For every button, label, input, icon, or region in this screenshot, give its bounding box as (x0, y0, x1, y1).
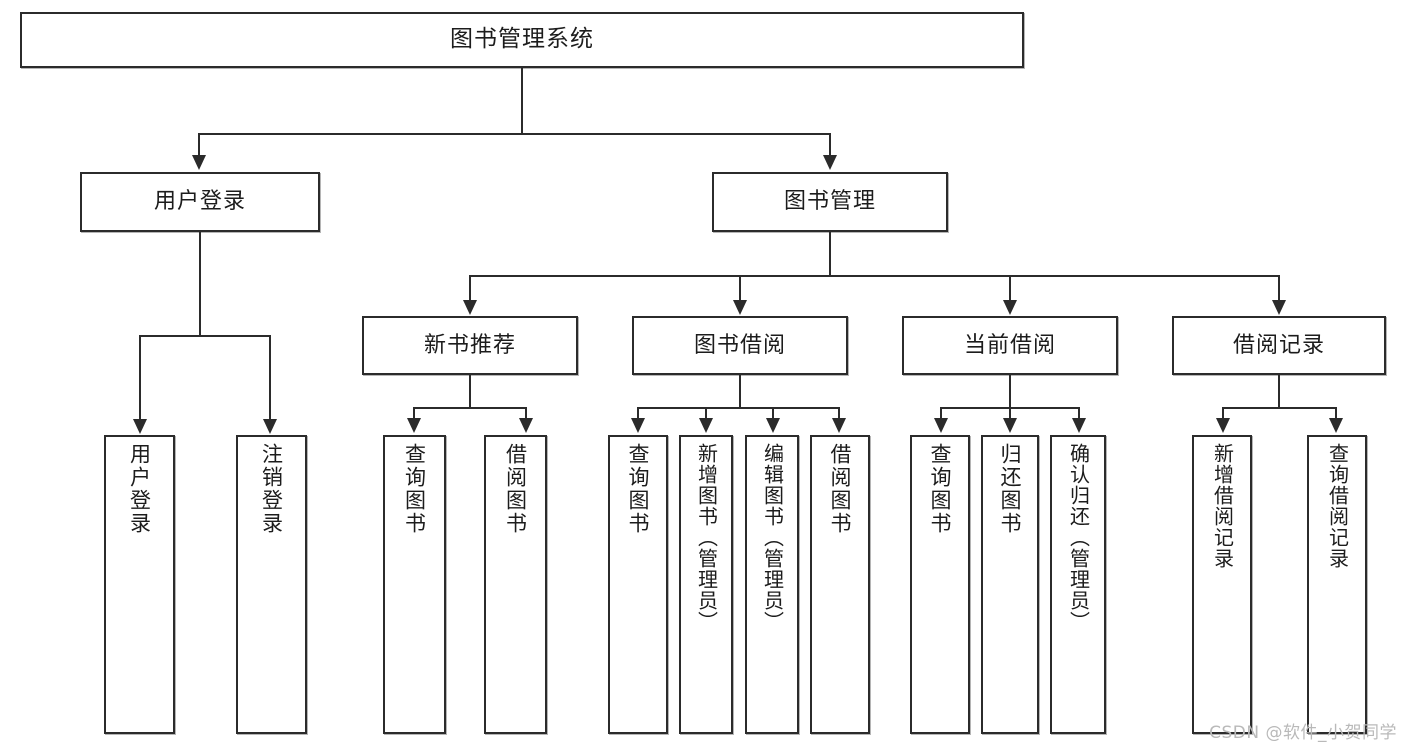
node-label: 用户登录 (153, 189, 246, 215)
node-current-borrow[interactable]: 当前借阅 (902, 316, 1118, 375)
arrowhead-rc-leaf-2 (1329, 418, 1343, 433)
leaf-user-login[interactable]: 用户登录 (104, 435, 175, 734)
node-label: 当前借阅 (963, 332, 1056, 358)
node-label: 新增图书（管理员） (694, 443, 719, 632)
connector-book-mgmt-stem (829, 232, 831, 276)
connector-new-books-bar (413, 407, 527, 409)
connector-borrow-stem (739, 375, 741, 408)
node-label: 新增借阅记录 (1210, 443, 1235, 569)
connector-root-to-book-mgmt (829, 133, 831, 158)
node-label: 归还图书 (998, 443, 1023, 535)
node-label: 编辑图书（管理员） (760, 443, 785, 632)
connector-to-current-borrow (1009, 275, 1011, 302)
arrowhead-nb-leaf-1 (407, 418, 421, 433)
connector-bw-leaf-2 (705, 407, 707, 420)
arrowhead-rc-leaf-1 (1216, 418, 1230, 433)
node-label: 图书管理 (783, 189, 876, 215)
arrowhead-user-login (192, 155, 206, 170)
connector-root-stem (521, 68, 523, 134)
node-label: 查询图书 (402, 443, 427, 535)
leaf-add-borrow-record[interactable]: 新增借阅记录 (1192, 435, 1252, 734)
node-label: 注销登录 (259, 443, 284, 535)
node-new-book-recommend[interactable]: 新书推荐 (362, 316, 578, 375)
node-user-login[interactable]: 用户登录 (80, 172, 320, 232)
node-label: 查询图书 (928, 443, 953, 535)
arrowhead-borrow (733, 300, 747, 315)
leaf-query-books-current[interactable]: 查询图书 (910, 435, 970, 734)
csdn-watermark: CSDN @软件_小贺同学 (1209, 723, 1397, 743)
leaf-logout[interactable]: 注销登录 (236, 435, 307, 734)
node-label: 用户登录 (127, 443, 152, 535)
connector-cb-leaf-3 (1078, 407, 1080, 420)
leaf-query-borrow-record[interactable]: 查询借阅记录 (1307, 435, 1367, 734)
connector-root-to-user-login (198, 133, 200, 158)
arrowhead-cb-leaf-3 (1072, 418, 1086, 433)
arrowhead-bw-leaf-2 (699, 418, 713, 433)
connector-cb-leaf-2 (1009, 407, 1011, 420)
node-label: 新书推荐 (423, 332, 516, 358)
connector-records-bar (1222, 407, 1337, 409)
node-label: 图书管理系统 (450, 26, 594, 53)
node-label: 确认归还（管理员） (1066, 443, 1091, 632)
arrowhead-records (1272, 300, 1286, 315)
leaf-edit-book-admin[interactable]: 编辑图书（管理员） (745, 435, 799, 734)
arrowhead-bw-leaf-4 (832, 418, 846, 433)
node-label: 查询借阅记录 (1325, 443, 1350, 569)
connector-rc-leaf-2 (1335, 407, 1337, 420)
connector-nb-leaf-1 (413, 407, 415, 420)
connector-book-mgmt-bar (469, 275, 1280, 277)
node-label: 借阅图书 (503, 443, 528, 535)
leaf-confirm-return-admin[interactable]: 确认归还（管理员） (1050, 435, 1106, 734)
arrowhead-new-books (463, 300, 477, 315)
connector-to-leaf-logout (269, 335, 271, 421)
connector-to-new-books (469, 275, 471, 302)
arrowhead-current-borrow (1003, 300, 1017, 315)
node-borrow-records[interactable]: 借阅记录 (1172, 316, 1386, 375)
node-book-management[interactable]: 图书管理 (712, 172, 948, 232)
connector-borrow-bar (637, 407, 840, 409)
connector-root-bar (198, 133, 831, 135)
connector-bw-leaf-3 (772, 407, 774, 420)
arrowhead-leaf-logout (263, 419, 277, 434)
connector-nb-leaf-2 (525, 407, 527, 420)
connector-current-stem (1009, 375, 1011, 408)
leaf-add-book-admin[interactable]: 新增图书（管理员） (679, 435, 733, 734)
connector-bw-leaf-1 (637, 407, 639, 420)
arrowhead-leaf-user-login (133, 419, 147, 434)
connector-bw-leaf-4 (838, 407, 840, 420)
node-label: 借阅记录 (1232, 332, 1325, 358)
arrowhead-book-mgmt (823, 155, 837, 170)
leaf-query-books-recommend[interactable]: 查询图书 (383, 435, 446, 734)
node-book-borrow[interactable]: 图书借阅 (632, 316, 848, 375)
node-label: 借阅图书 (828, 443, 853, 535)
node-label: 查询图书 (626, 443, 651, 535)
leaf-borrow-books[interactable]: 借阅图书 (810, 435, 870, 734)
arrowhead-nb-leaf-2 (519, 418, 533, 433)
leaf-return-books[interactable]: 归还图书 (981, 435, 1039, 734)
connector-rc-leaf-1 (1222, 407, 1224, 420)
connector-new-books-stem (469, 375, 471, 408)
connector-to-records (1278, 275, 1280, 302)
arrowhead-bw-leaf-3 (766, 418, 780, 433)
connector-to-borrow (739, 275, 741, 302)
connector-records-stem (1278, 375, 1280, 408)
connector-user-login-bar (139, 335, 271, 337)
connector-cb-leaf-1 (940, 407, 942, 420)
leaf-query-books-borrow[interactable]: 查询图书 (608, 435, 668, 734)
arrowhead-cb-leaf-2 (1003, 418, 1017, 433)
arrowhead-cb-leaf-1 (934, 418, 948, 433)
connector-user-login-stem (199, 232, 201, 336)
node-label: 图书借阅 (693, 332, 786, 358)
arrowhead-bw-leaf-1 (631, 418, 645, 433)
node-root-system[interactable]: 图书管理系统 (20, 12, 1024, 68)
connector-to-leaf-user-login (139, 335, 141, 421)
leaf-borrow-books-recommend[interactable]: 借阅图书 (484, 435, 547, 734)
